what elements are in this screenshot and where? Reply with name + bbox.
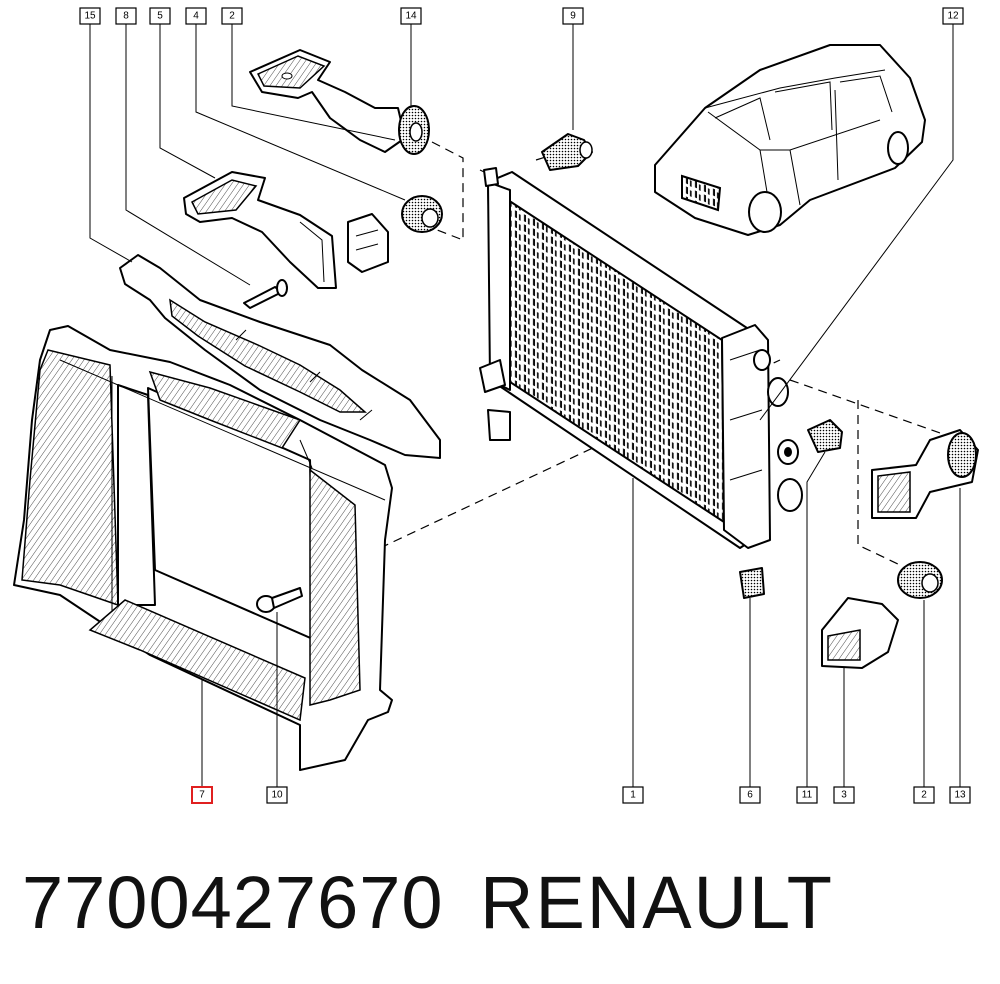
callout-4: 4	[185, 7, 207, 25]
callout-12: 12	[942, 7, 964, 25]
svg-text:11: 11	[802, 790, 813, 801]
svg-text:4: 4	[193, 11, 199, 22]
svg-text:13: 13	[954, 790, 966, 801]
upper-mount-bracket-14	[249, 49, 430, 155]
mount-bracket-13	[871, 429, 979, 519]
svg-text:3: 3	[841, 790, 847, 801]
sensor-9	[541, 133, 593, 171]
upper-cross-member-15	[119, 254, 441, 459]
svg-text:2: 2	[921, 790, 927, 801]
svg-text:6: 6	[747, 790, 753, 801]
callout-2-bottom: 2	[913, 786, 935, 804]
vehicle-location-sketch	[654, 44, 926, 236]
callout-13: 13	[949, 786, 971, 804]
callout-6: 6	[739, 786, 761, 804]
callout-1: 1	[622, 786, 644, 804]
callouts-bottom: 7 10 1 6 11 3 2 13	[191, 786, 971, 804]
svg-text:10: 10	[271, 790, 283, 801]
callout-14: 14	[400, 7, 422, 25]
radiator-1	[479, 167, 803, 549]
plug-seal-11	[777, 419, 843, 465]
svg-text:7: 7	[199, 790, 205, 801]
callout-5: 5	[149, 7, 171, 25]
svg-text:1: 1	[630, 790, 636, 801]
callout-7-highlighted: 7	[191, 786, 213, 804]
mount-bracket-5	[183, 171, 337, 289]
drain-plug-6	[739, 567, 765, 599]
bolt-10	[256, 587, 303, 613]
svg-text:14: 14	[405, 11, 417, 22]
callout-3: 3	[833, 786, 855, 804]
callout-8: 8	[115, 7, 137, 25]
svg-text:9: 9	[570, 11, 576, 22]
mount-bracket-3	[821, 597, 899, 669]
callouts-top: 15 8 5 4 2 14 9 12	[79, 7, 964, 25]
svg-text:15: 15	[84, 11, 96, 22]
brand-caption: RENAULT	[480, 861, 834, 944]
svg-text:2: 2	[229, 11, 235, 22]
rubber-bush-2	[897, 561, 943, 599]
svg-text:5: 5	[157, 11, 163, 22]
callout-10: 10	[266, 786, 288, 804]
fan-shroud-7	[13, 325, 393, 771]
callout-9: 9	[562, 7, 584, 25]
callout-11: 11	[796, 786, 818, 804]
clip-bracket	[347, 213, 389, 273]
callout-2-top: 2	[221, 7, 243, 25]
svg-text:12: 12	[947, 11, 959, 22]
part-number-caption: 7700427670	[22, 861, 444, 944]
screw-8	[243, 279, 288, 309]
svg-text:8: 8	[123, 11, 129, 22]
rubber-bush-4	[401, 195, 443, 233]
callout-15: 15	[79, 7, 101, 25]
leader-lines	[89, 24, 961, 788]
